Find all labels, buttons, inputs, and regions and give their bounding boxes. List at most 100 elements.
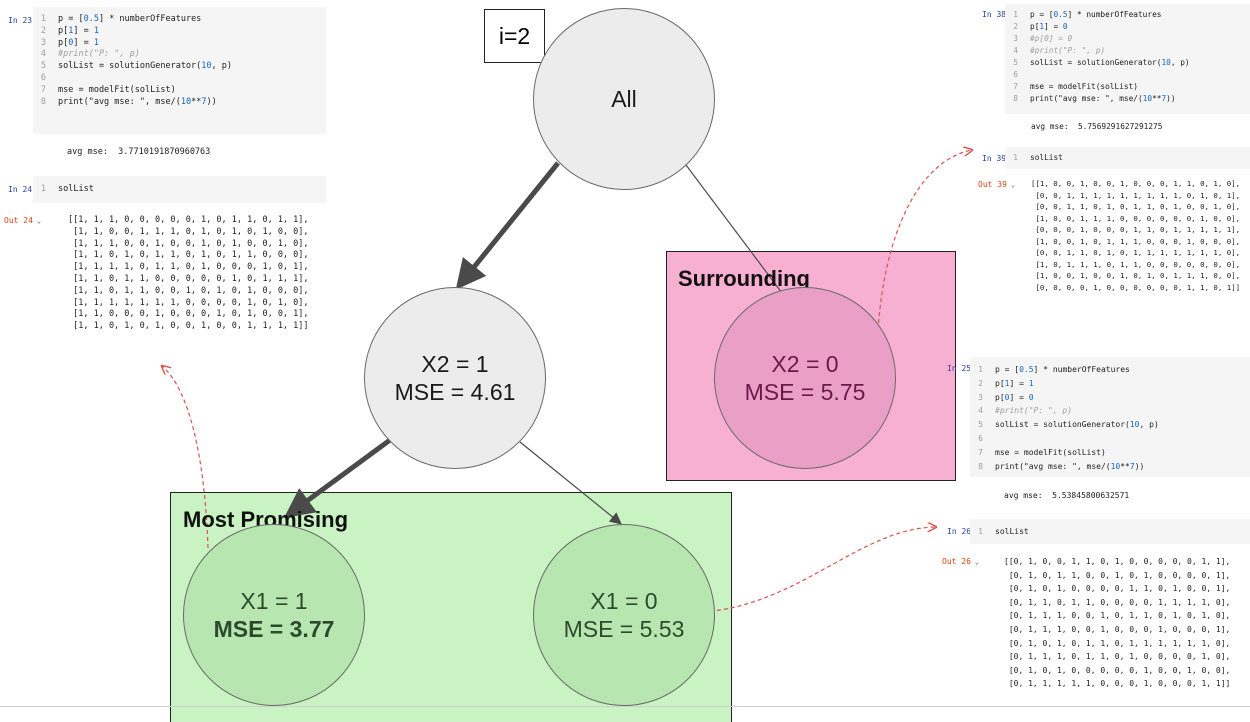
output-row: [[0, 1, 0, 0, 1, 1, 0, 1, 0, 0, 0, 0, 0,… [1004,557,1231,566]
node-x2-0: X2 = 0 MSE = 5.75 [714,287,896,469]
code-text: solList = solutionGenerator(10, p) [995,420,1159,430]
collapse-chevron-icon[interactable]: ⌄ [36,217,42,225]
output-row: [1, 1, 0, 1, 0, 1, 0, 0, 1, 0, 0, 1, 1, … [68,321,309,332]
link-x2-0-to-out39 [877,150,972,331]
line-number: 4 [1013,46,1018,55]
bottom-divider [0,706,1250,707]
output-row: [1, 1, 0, 1, 0, 1, 1, 0, 1, 0, 1, 1, 0, … [68,250,309,261]
link-x1-1-to-out24 [162,366,209,549]
output-row: [1, 1, 0, 1, 1, 0, 0, 1, 0, 1, 0, 1, 0, … [68,285,309,296]
edge-root-to-x2-1 [455,161,560,290]
edge-root-to-x2-0 [685,164,783,294]
output-row: [1, 0, 1, 1, 1, 0, 1, 1, 0, 0, 0, 0, 0, … [1031,259,1241,269]
code-text: p = [0.5] * numberOfFeatures [1030,10,1162,19]
collapse-chevron-icon[interactable]: ⌄ [974,558,980,566]
line-number: 2 [978,378,983,388]
line-number: 6 [1013,70,1018,79]
code-line: 2 p[1] = 1 [973,377,1159,391]
cell24-out-prompt-text: Out 24 [4,216,33,225]
line-number: 8 [1013,94,1018,103]
output-row: [0, 1, 0, 1, 1, 0, 0, 1, 0, 1, 0, 0, 0, … [1004,570,1231,580]
code-line: 1 p = [0.5] * numberOfFeatures [36,14,232,26]
node-x1-0-mse: MSE = 5.53 [563,616,685,642]
code-line: 1 p = [0.5] * numberOfFeatures [973,363,1159,377]
line-number: 3 [978,392,983,402]
cell39-out-prompt-text: Out 39 [978,180,1007,189]
cell39-out-prompt: Out 39⌄ [978,180,1015,189]
line-number: 7 [1013,82,1018,91]
node-x1-0: X1 = 0 MSE = 5.53 [533,524,715,706]
cell25-code-cell[interactable] [970,357,1250,477]
code-line: 6 [973,432,1159,446]
code-text: print("avg mse: ", mse/(10**7)) [58,96,217,107]
line-number: 2 [1013,22,1018,31]
output-row: [1, 1, 1, 1, 0, 1, 1, 0, 1, 0, 0, 0, 1, … [68,262,309,273]
code-text: p = [0.5] * numberOfFeatures [995,365,1130,374]
cell39-code-cell[interactable] [1005,147,1250,169]
cell26-prompt: In 26 [947,527,972,536]
node-x2-1-condition: X2 = 1 [421,351,489,377]
collapse-chevron-icon[interactable]: ⌄ [1010,181,1016,189]
output-row: [0, 0, 1, 1, 0, 1, 0, 1, 1, 0, 1, 0, 0, … [1031,202,1241,211]
line-number: 7 [978,447,983,457]
node-x1-1-mse: MSE = 3.77 [213,616,335,642]
link-x1-0-to-out26 [702,527,936,613]
cell26-code-cell[interactable] [970,519,1250,544]
code-line: 4#print("P: ", p) [973,404,1159,418]
cell39-code-text: solList [1030,153,1063,162]
line-number: 1 [978,365,983,374]
output-row: [0, 1, 1, 1, 1, 1, 0, 0, 0, 1, 0, 0, 0, … [1004,679,1231,689]
node-x1-1: X1 = 1 MSE = 3.77 [183,524,365,706]
cell25-prompt: In 25 [947,364,972,373]
cell23-prompt: In 23 [8,16,33,25]
node-x2-0-condition: X2 = 0 [771,351,839,377]
output-row: [0, 0, 0, 0, 1, 0, 0, 0, 0, 0, 0, 1, 1, … [1031,282,1241,292]
line-number: 7 [40,84,46,95]
output-row: [1, 1, 0, 0, 1, 1, 1, 0, 1, 0, 1, 0, 1, … [68,226,309,237]
cell38-output: avg mse: 5.7569291627291275 [1031,122,1163,131]
cell23-code-cell[interactable] [33,7,326,134]
code-text: #print("P: ", p) [995,406,1073,416]
code-line: 5 solList = solutionGenerator(10, p) [973,418,1159,432]
iteration-text: i=2 [498,22,531,49]
cell24-code-cell[interactable] [33,176,326,203]
line-number: 1 [40,14,46,24]
cell38-prompt: In 38 [982,10,1007,19]
output-row: [1, 0, 0, 1, 0, 0, 1, 0, 1, 0, 1, 1, 1, … [1031,271,1241,280]
line-number: 6 [978,433,983,443]
cell39-prompt: In 39 [982,154,1007,163]
node-x1-1-condition: X1 = 1 [240,588,308,614]
cell26-code-text: solList [995,527,1029,536]
code-text: mse = modelFit(solList) [1030,82,1138,91]
code-line: 4#print("P: ", p) [36,49,232,61]
cell24-output: [[1, 1, 1, 0, 0, 0, 0, 0, 1, 0, 1, 1, 0,… [68,215,309,333]
output-row: [0, 1, 1, 0, 1, 1, 0, 0, 0, 0, 1, 1, 1, … [1004,597,1231,607]
cell38-code-cell[interactable] [1005,4,1250,114]
code-text: solList = solutionGenerator(10, p) [58,61,233,72]
line-number: 3 [40,37,46,48]
code-text: #print("P: ", p) [58,49,140,60]
node-x2-0-mse: MSE = 5.75 [744,379,866,405]
surrounding-title: Surrounding [678,266,810,291]
cell24-prompt: In 24 [8,185,33,194]
cell24-code-text: solList [58,184,94,194]
line-number: 5 [978,420,983,430]
code-text: solList = solutionGenerator(10, p) [1030,58,1190,67]
line-number: 3 [1013,34,1018,43]
output-row: [0, 0, 1, 1, 1, 1, 1, 1, 1, 1, 1, 0, 1, … [1031,190,1241,200]
code-text: p[1] = 1 [995,378,1034,388]
code-text: p = [0.5] * numberOfFeatures [58,14,202,24]
code-text: print("avg mse: ", mse/(10**7)) [1030,94,1176,103]
output-row: [1, 1, 0, 0, 0, 1, 0, 0, 0, 1, 0, 1, 0, … [68,309,309,320]
